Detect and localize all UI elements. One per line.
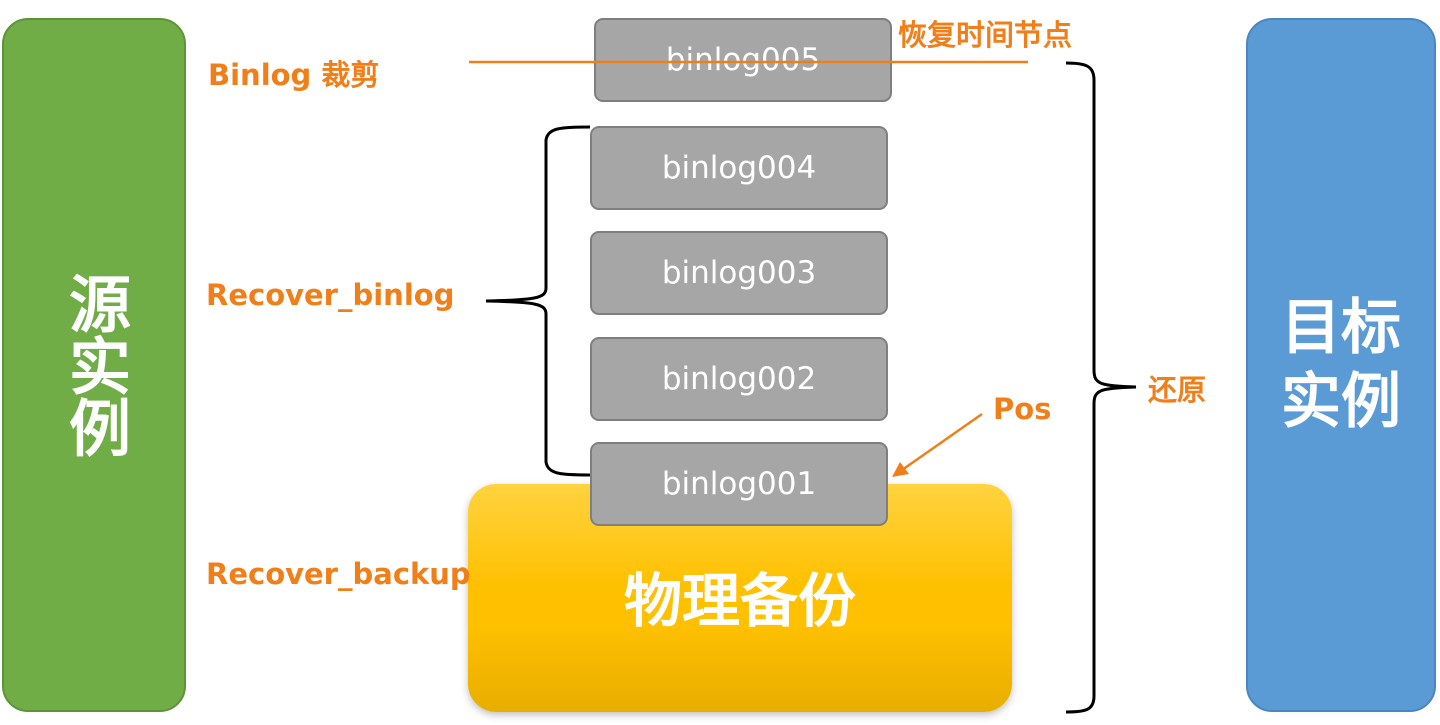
binlog-block-003: binlog003 [590, 231, 888, 315]
binlog-block-002: binlog002 [590, 337, 888, 421]
binlog-block-004: binlog004 [590, 126, 888, 210]
source-instance-block: 源实例 [2, 18, 186, 712]
binlog-trim-label: Binlog 裁剪 [208, 58, 380, 92]
physical-backup-label: 物理备份 [623, 567, 856, 635]
binlog-label: binlog005 [665, 42, 821, 78]
recover-backup-label: Recover_backup [206, 557, 471, 591]
source-instance-label: 源实例 [58, 272, 131, 458]
recover-binlog-brace [485, 125, 591, 477]
restore-label: 还原 [1148, 373, 1207, 407]
recovery-point-label: 恢复时间节点 [898, 18, 1073, 52]
target-instance-label: 目标实例 [1281, 293, 1401, 437]
pos-arrow-line [901, 412, 983, 472]
binlog-label: binlog004 [661, 150, 817, 186]
binlog-block-005: binlog005 [594, 18, 892, 102]
recover-binlog-label: Recover_binlog [206, 278, 455, 312]
restore-brace [1065, 61, 1137, 714]
binlog-label: binlog002 [661, 361, 817, 397]
binlog-label: binlog003 [661, 255, 817, 291]
target-instance-block: 目标实例 [1246, 18, 1436, 712]
pos-label: Pos [993, 392, 1052, 426]
pos-arrow-head [892, 462, 909, 477]
binlog-label: binlog001 [661, 466, 817, 502]
binlog-block-001: binlog001 [590, 442, 888, 526]
